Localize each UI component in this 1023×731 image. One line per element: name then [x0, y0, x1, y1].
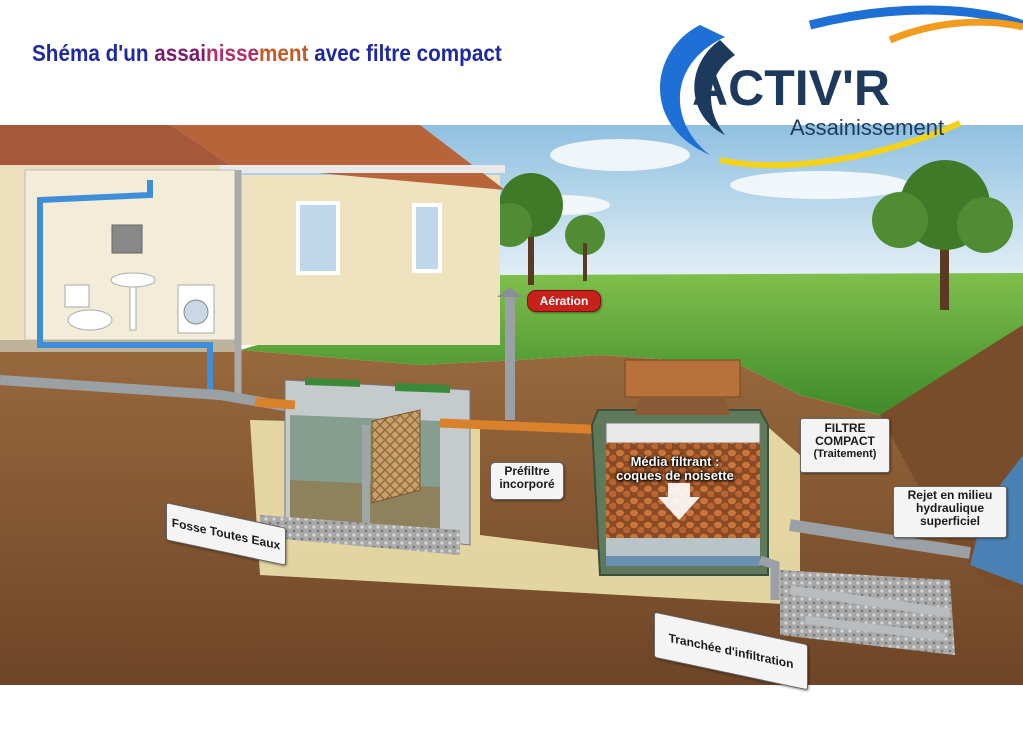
label-rejet-line-2: hydraulique: [915, 501, 984, 516]
indoor-pipes: [37, 180, 213, 390]
septic-tank: [260, 378, 471, 555]
label-compact-filter: FILTRE COMPACT (Traitement): [800, 418, 890, 473]
title-part-5: avec filtre compact: [314, 40, 502, 66]
label-discharge: Rejet en milieu hydraulique superficiel: [893, 486, 1007, 538]
discharge-pipe: [789, 519, 971, 559]
logo-arc-yellow: [719, 120, 962, 169]
label-filter-media: Média filtrant : coques de noisette: [615, 453, 735, 493]
prefilter: [371, 409, 421, 504]
title-part-1: Shéma d'un: [32, 40, 155, 66]
logo-swoosh-navy: [694, 40, 735, 135]
label-prefilter-line-1: Préfiltre: [504, 464, 550, 478]
label-filtre-line-2: COMPACT: [815, 434, 875, 449]
title-part-2: assai: [154, 40, 207, 66]
activr-logo: ACTIV'R Assainissement: [660, 5, 1023, 169]
logo-arc-blue: [808, 5, 1023, 30]
label-aeration: Aération: [527, 290, 601, 312]
label-prefilter-line-2: incorporé: [499, 477, 555, 492]
label-filtre-line-3: (Traitement): [813, 448, 877, 461]
logo-arc-orange: [888, 18, 1023, 44]
logo-sub: Assainissement: [790, 115, 944, 140]
label-rejet-line-1: Rejet en milieu: [907, 488, 993, 502]
title-part-3: nisse: [206, 40, 259, 66]
aeration-vent: [497, 287, 523, 420]
sanitation-diagram: [0, 125, 1023, 685]
compact-filter: [590, 359, 769, 576]
label-rejet-line-3: superficiel: [919, 514, 981, 529]
label-media-line-2: coques de noisette: [616, 468, 734, 484]
clouds: [510, 139, 910, 215]
logo-brand: ACTIV'R: [692, 60, 890, 116]
page-title: Shéma d'un assainissement avec filtre co…: [32, 40, 502, 67]
tree-right: [872, 160, 1013, 310]
logo-swoosh-blue: [660, 25, 725, 155]
transfer-pipe: [439, 418, 611, 435]
inlet-orange: [254, 397, 296, 410]
infiltration-trench: [780, 570, 955, 655]
label-filtre-line-1: FILTRE: [824, 421, 866, 435]
filter-outlet: [758, 555, 780, 600]
house: [0, 125, 505, 352]
title-part-4: ment: [258, 40, 315, 66]
label-prefilter: Préfiltre incorporé: [490, 462, 564, 500]
label-media-line-1: Média filtrant :: [630, 454, 720, 469]
